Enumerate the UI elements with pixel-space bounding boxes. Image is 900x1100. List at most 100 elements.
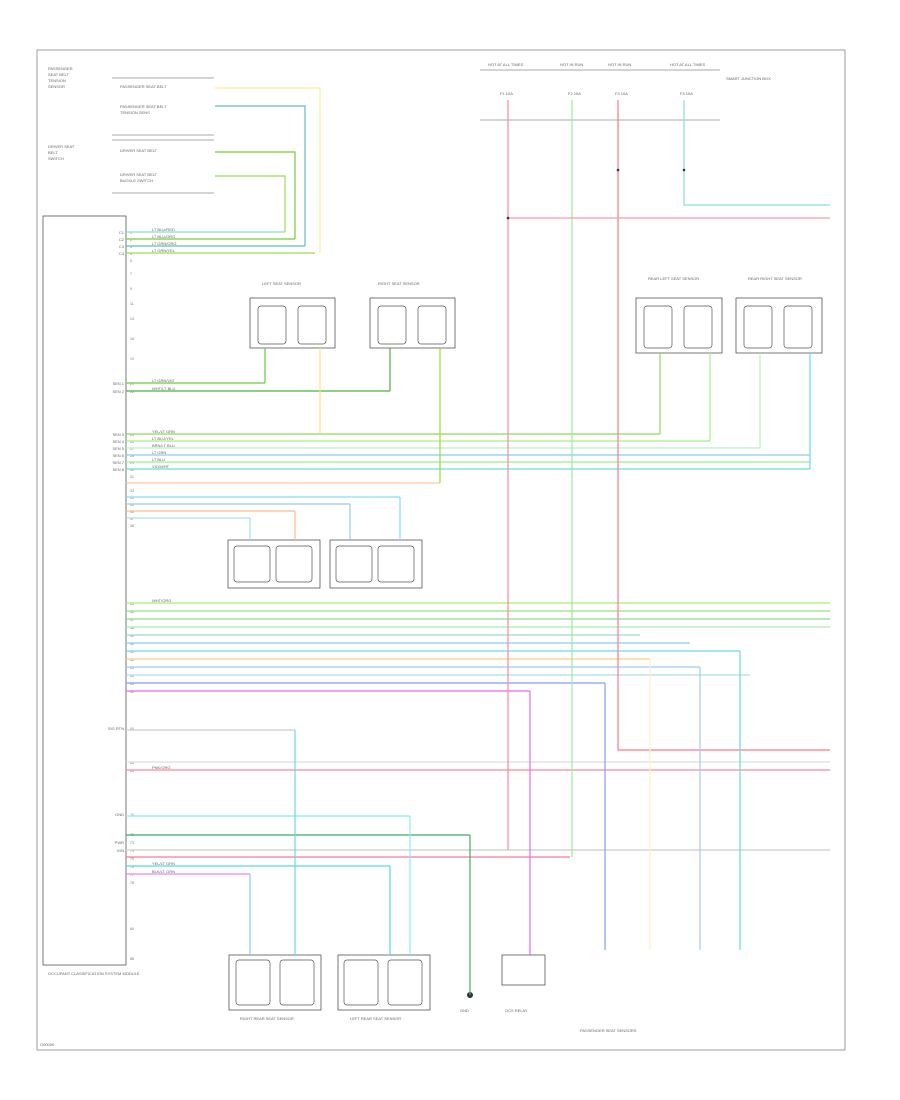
svg-text:70: 70 xyxy=(130,813,134,817)
svg-text:SENSOR: SENSOR xyxy=(48,84,65,89)
svg-text:73: 73 xyxy=(130,841,134,845)
occupant-sensor-block: PASSENGER SEAT BELT TENSION SENSOR PASSE… xyxy=(48,66,214,136)
svg-text:BLK/LT GRN: BLK/LT GRN xyxy=(152,869,175,874)
svg-text:LT GRN: LT GRN xyxy=(152,450,166,455)
svg-text:RIGHT REAR SEAT SENSOR: RIGHT REAR SEAT SENSOR xyxy=(240,1016,294,1021)
occupant-module-box xyxy=(42,215,127,966)
svg-text:53: 53 xyxy=(130,666,134,670)
svg-text:SEAT BELT: SEAT BELT xyxy=(48,72,69,77)
svg-text:13: 13 xyxy=(130,317,134,321)
mid-sensor-row xyxy=(227,539,423,589)
svg-text:26: 26 xyxy=(130,440,134,444)
svg-text:REAR LEFT SEAT SENSOR: REAR LEFT SEAT SENSOR xyxy=(648,276,699,281)
svg-text:SEN 8: SEN 8 xyxy=(112,467,124,472)
svg-text:88: 88 xyxy=(130,957,134,961)
svg-text:GND: GND xyxy=(460,1008,469,1013)
svg-text:45: 45 xyxy=(130,602,134,606)
svg-text:SEN 4: SEN 4 xyxy=(112,439,124,444)
svg-text:7: 7 xyxy=(130,272,132,276)
svg-text:33: 33 xyxy=(130,489,134,493)
svg-text:C4: C4 xyxy=(119,251,125,256)
svg-text:LT BLU/RED: LT BLU/RED xyxy=(152,227,175,232)
svg-text:TENSION: TENSION xyxy=(48,78,66,83)
svg-text:VIO/WHT: VIO/WHT xyxy=(152,464,170,469)
rear-right-seat-sensor-group: REAR RIGHT SEAT SENSOR xyxy=(735,276,823,354)
svg-text:16: 16 xyxy=(130,337,134,341)
svg-text:LT GRN/ORG: LT GRN/ORG xyxy=(152,241,177,246)
svg-text:3: 3 xyxy=(130,245,132,249)
svg-text:50: 50 xyxy=(130,642,134,646)
svg-text:WHT/LT BLU: WHT/LT BLU xyxy=(152,386,176,391)
svg-text:DRIVER SEAT: DRIVER SEAT xyxy=(48,144,75,149)
svg-text:49: 49 xyxy=(130,634,134,638)
svg-text:21: 21 xyxy=(130,382,134,386)
svg-text:SEN 3: SEN 3 xyxy=(112,432,124,437)
fuse-box-label: SMART JUNCTION BOX xyxy=(726,76,771,81)
svg-text:48: 48 xyxy=(130,626,134,630)
ref-code: G00000 xyxy=(40,1042,55,1047)
svg-text:REAR RIGHT SEAT SENSOR: REAR RIGHT SEAT SENSOR xyxy=(748,276,802,281)
svg-text:F3 10A: F3 10A xyxy=(615,91,628,96)
svg-text:4: 4 xyxy=(130,252,132,256)
svg-text:11: 11 xyxy=(130,302,134,306)
svg-text:F2 10A: F2 10A xyxy=(568,91,581,96)
svg-text:PASSENGER: PASSENGER xyxy=(48,66,73,71)
svg-text:PWR: PWR xyxy=(115,840,124,845)
svg-text:2: 2 xyxy=(130,238,132,242)
bottom-components: RIGHT REAR SEAT SENSOR LEFT REAR SEAT SE… xyxy=(228,954,637,1033)
svg-text:36: 36 xyxy=(130,510,134,514)
svg-text:F1 10A: F1 10A xyxy=(500,91,513,96)
svg-text:52: 52 xyxy=(130,658,134,662)
svg-text:PASSENGER SEAT BELT: PASSENGER SEAT BELT xyxy=(120,84,167,89)
svg-text:9: 9 xyxy=(130,287,132,291)
svg-text:SEN 7: SEN 7 xyxy=(112,460,124,465)
svg-text:56: 56 xyxy=(130,690,134,694)
svg-text:C2: C2 xyxy=(119,237,125,242)
svg-text:60: 60 xyxy=(130,727,134,731)
svg-text:HOT IN RUN: HOT IN RUN xyxy=(608,62,631,67)
svg-text:LT GRN/VIO: LT GRN/VIO xyxy=(152,378,174,383)
svg-text:DRIVER SEAT BELT: DRIVER SEAT BELT xyxy=(120,172,158,177)
svg-text:28: 28 xyxy=(130,454,134,458)
svg-text:1: 1 xyxy=(130,231,132,235)
splice-points xyxy=(506,168,686,220)
svg-text:25: 25 xyxy=(130,433,134,437)
svg-text:HOT AT ALL TIMES: HOT AT ALL TIMES xyxy=(488,62,523,67)
svg-text:75: 75 xyxy=(130,857,134,861)
svg-text:27: 27 xyxy=(130,447,134,451)
svg-text:77: 77 xyxy=(130,873,134,877)
svg-text:SEN 5: SEN 5 xyxy=(112,446,124,451)
svg-text:SWITCH: SWITCH xyxy=(48,156,64,161)
svg-text:55: 55 xyxy=(130,682,134,686)
svg-text:51: 51 xyxy=(130,650,134,654)
svg-text:BUCKLE SWITCH: BUCKLE SWITCH xyxy=(120,178,153,183)
svg-text:SEN 1: SEN 1 xyxy=(112,381,124,386)
svg-text:30: 30 xyxy=(130,468,134,472)
wires xyxy=(126,87,830,995)
diagram-frame xyxy=(36,49,846,1051)
svg-text:65: 65 xyxy=(130,769,134,773)
svg-text:F4 10A: F4 10A xyxy=(680,91,693,96)
svg-text:LT BLU/ORG: LT BLU/ORG xyxy=(152,234,175,239)
right-seat-sensor-group: RIGHT SEAT SENSOR xyxy=(369,281,456,349)
driver-sensor-block: DRIVER SEAT BELT SWITCH DRIVER SEAT BELT… xyxy=(48,139,214,194)
svg-text:46: 46 xyxy=(130,610,134,614)
svg-text:IGN: IGN xyxy=(117,848,124,853)
svg-text:BRN/LT BLU: BRN/LT BLU xyxy=(152,443,175,448)
svg-text:PASSENGER SEAT BELT: PASSENGER SEAT BELT xyxy=(120,104,167,109)
svg-text:OCS RELAY: OCS RELAY xyxy=(505,1008,528,1013)
svg-text:LEFT SEAT SENSOR: LEFT SEAT SENSOR xyxy=(262,281,301,286)
svg-text:29: 29 xyxy=(130,461,134,465)
svg-text:47: 47 xyxy=(130,618,134,622)
svg-text:HOT IN RUN: HOT IN RUN xyxy=(560,62,583,67)
svg-text:74: 74 xyxy=(130,849,134,853)
rear-left-seat-sensor-group: REAR LEFT SEAT SENSOR xyxy=(635,276,723,354)
svg-text:SEN 6: SEN 6 xyxy=(112,453,124,458)
svg-text:BELT: BELT xyxy=(48,150,58,155)
svg-text:19: 19 xyxy=(130,357,134,361)
svg-text:LEFT REAR SEAT SENSOR: LEFT REAR SEAT SENSOR xyxy=(350,1016,401,1021)
svg-text:LT GRN/YEL: LT GRN/YEL xyxy=(152,248,176,253)
svg-text:RIGHT SEAT SENSOR: RIGHT SEAT SENSOR xyxy=(378,281,420,286)
